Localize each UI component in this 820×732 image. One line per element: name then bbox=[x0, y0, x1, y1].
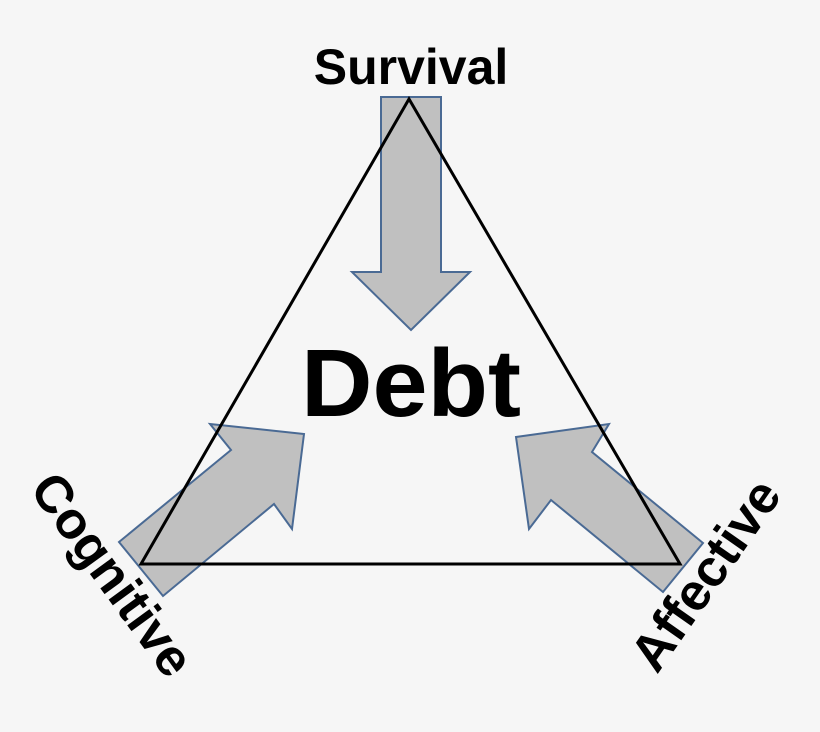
label-survival: Survival bbox=[314, 39, 509, 95]
arrow-survival bbox=[349, 96, 473, 332]
arrow-affective bbox=[514, 422, 705, 594]
triangle-outline bbox=[138, 96, 683, 566]
label-debt: Debt bbox=[301, 330, 521, 437]
arrow-cognitive bbox=[117, 422, 306, 598]
